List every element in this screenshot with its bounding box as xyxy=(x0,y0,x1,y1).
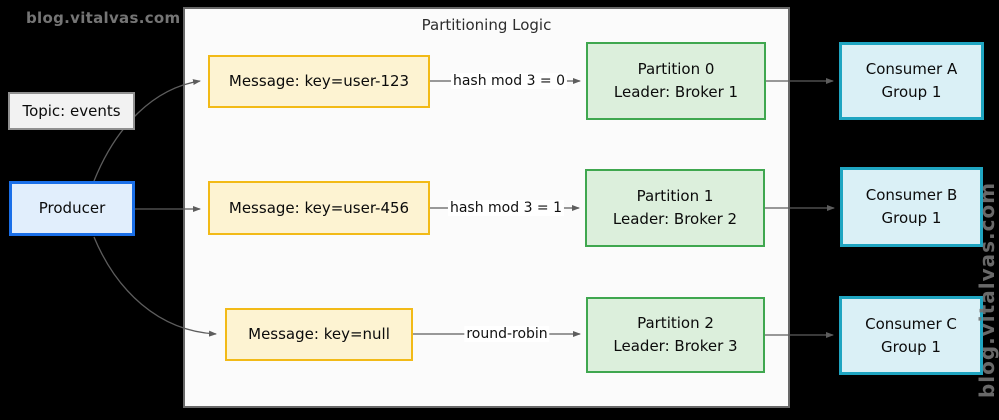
consumer-group: Group 1 xyxy=(881,209,942,227)
partition-leader: Leader: Broker 2 xyxy=(612,210,738,228)
container-title: Partitioning Logic xyxy=(421,16,552,34)
partition-node-2: Partition 2 Leader: Broker 3 xyxy=(586,297,765,373)
message-node-1: Message: key=user-123 xyxy=(208,55,430,108)
producer-node: Producer xyxy=(9,181,135,236)
producer-label: Producer xyxy=(38,199,106,217)
consumer-group: Group 1 xyxy=(881,83,942,101)
topic-node: Topic: events xyxy=(8,92,135,130)
consumer-node-B: Consumer B Group 1 xyxy=(840,167,983,247)
partition-leader: Leader: Broker 3 xyxy=(613,337,738,355)
message-label: Message: key=null xyxy=(248,325,390,343)
watermark-right-vertical: blog.vitalvas.com xyxy=(975,181,999,399)
consumer-node-C: Consumer C Group 1 xyxy=(839,296,983,375)
partition-leader: Leader: Broker 1 xyxy=(613,83,739,101)
edge-producer-to-message1 xyxy=(93,79,201,182)
partition-label: Partition 0 xyxy=(637,60,715,78)
consumer-label: Consumer B xyxy=(865,186,958,204)
consumer-node-A: Consumer A Group 1 xyxy=(839,42,984,120)
watermark-top-left: blog.vitalvas.com xyxy=(26,9,181,27)
consumer-label: Consumer C xyxy=(865,314,957,333)
edge-label-rule-2: hash mod 3 = 1 xyxy=(447,200,565,216)
message-node-2: Message: key=user-456 xyxy=(208,181,430,235)
topic-label: Topic: events xyxy=(22,101,121,120)
partition-node-1: Partition 1 Leader: Broker 2 xyxy=(585,169,765,247)
consumer-label: Consumer A xyxy=(865,60,958,78)
edge-producer-to-message3 xyxy=(93,236,217,337)
consumer-group: Group 1 xyxy=(881,337,941,356)
message-label: Message: key=user-123 xyxy=(228,72,410,90)
edge-label-rule-3: round-robin xyxy=(464,326,550,342)
partition-label: Partition 2 xyxy=(637,314,714,332)
partition-label: Partition 1 xyxy=(636,187,714,205)
edge-label-rule-1: hash mod 3 = 0 xyxy=(450,73,568,89)
message-node-3: Message: key=null xyxy=(225,308,413,361)
partition-node-0: Partition 0 Leader: Broker 1 xyxy=(586,42,766,120)
message-label: Message: key=user-456 xyxy=(228,198,410,217)
